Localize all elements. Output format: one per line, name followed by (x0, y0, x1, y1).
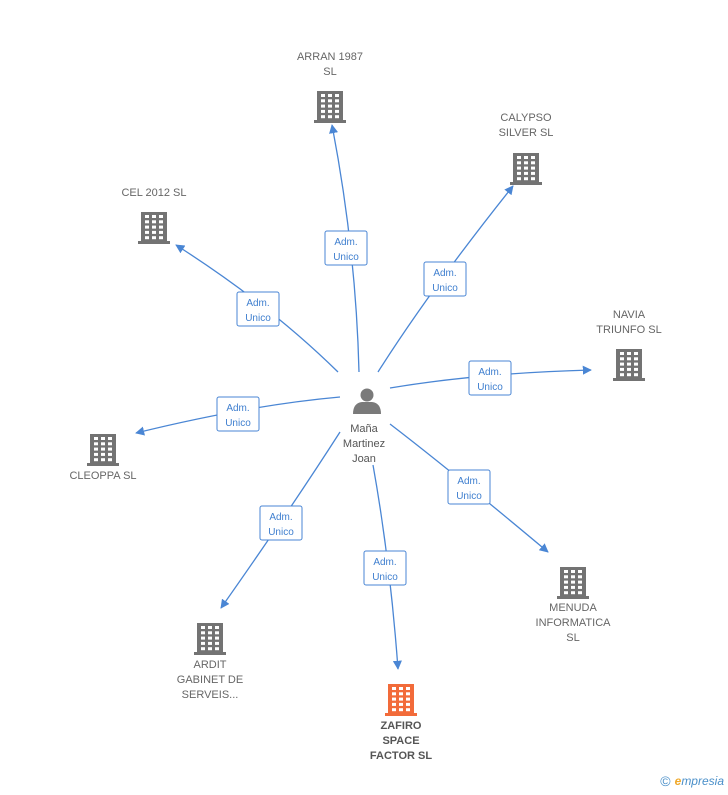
edge-label-navia[interactable]: Adm. Unico (468, 360, 512, 396)
company-name-line: CEL 2012 SL (121, 187, 186, 199)
svg-text:Adm.: Adm. (433, 268, 456, 279)
company-node-ardit[interactable]: ARDIT GABINET DE SERVEIS... (177, 623, 243, 701)
company-node-menuda[interactable]: MENUDA INFORMATICA SL (536, 567, 612, 644)
company-node-cleoppa[interactable]: CLEOPPA SL (69, 434, 137, 482)
svg-text:Unico: Unico (225, 418, 251, 429)
person-icon (353, 388, 381, 414)
svg-text:Unico: Unico (477, 382, 503, 393)
company-node-cel[interactable]: CEL 2012 SL (121, 187, 187, 244)
edge-label-ardit[interactable]: Adm. Unico (259, 505, 303, 541)
svg-text:Adm.: Adm. (457, 476, 480, 487)
edge-label-calypso[interactable]: Adm. Unico (423, 261, 467, 297)
svg-text:Unico: Unico (333, 252, 359, 263)
brand-logo: empresia (674, 774, 724, 788)
svg-text:Adm.: Adm. (246, 298, 269, 309)
building-icon (138, 212, 170, 244)
edge-label-zafiro[interactable]: Adm. Unico (363, 550, 407, 586)
edge-label-cleoppa[interactable]: Adm. Unico (216, 396, 260, 432)
svg-text:Adm.: Adm. (226, 403, 249, 414)
building-icon (87, 434, 119, 466)
building-icon (557, 567, 589, 599)
company-name-line: SILVER SL (499, 127, 554, 139)
company-name-line: SERVEIS... (182, 689, 239, 701)
company-name-line: CLEOPPA SL (69, 470, 136, 482)
building-icon (385, 684, 417, 716)
edge-labels-layer: Adm.UnicoAdm.UnicoAdm.UnicoAdm.UnicoAdm.… (216, 230, 512, 586)
svg-text:Adm.: Adm. (373, 557, 396, 568)
building-icon (510, 153, 542, 185)
company-name-line: ZAFIRO (381, 720, 422, 732)
company-node-navia[interactable]: NAVIA TRIUNFO SL (596, 309, 662, 381)
company-name-line: SPACE (382, 735, 419, 747)
company-name-line: SL (323, 66, 336, 78)
person-name-line: Maña (350, 423, 378, 435)
company-name-line: SL (566, 632, 579, 644)
company-name-line: NAVIA (613, 309, 646, 321)
building-icon (194, 623, 226, 655)
person-name-line: Martinez (343, 438, 385, 450)
svg-text:Unico: Unico (432, 283, 458, 294)
svg-text:Unico: Unico (456, 491, 482, 502)
company-name-line: CALYPSO (500, 112, 552, 124)
company-name-line: MENUDA (549, 602, 597, 614)
company-node-calypso[interactable]: CALYPSO SILVER SL (499, 112, 554, 185)
company-name-line: TRIUNFO SL (596, 324, 661, 336)
building-icon (314, 91, 346, 123)
person-name-line: Joan (352, 453, 376, 465)
copyright-icon: © (660, 773, 671, 789)
company-name-line: ARDIT (194, 659, 227, 671)
svg-text:Unico: Unico (372, 572, 398, 583)
footer-brand[interactable]: © empresia (660, 773, 724, 789)
svg-text:Adm.: Adm. (269, 512, 292, 523)
svg-text:Unico: Unico (268, 527, 294, 538)
edge-label-cel[interactable]: Adm. Unico (236, 291, 280, 327)
edge-label-menuda[interactable]: Adm. Unico (447, 469, 491, 505)
company-name-line: ARRAN 1987 (297, 51, 363, 63)
company-name-line: FACTOR SL (370, 750, 432, 762)
svg-text:Adm.: Adm. (478, 367, 501, 378)
building-icon (613, 349, 645, 381)
svg-text:Adm.: Adm. (334, 237, 357, 248)
edge-label-arran[interactable]: Adm. Unico (324, 230, 368, 266)
company-node-zafiro[interactable]: ZAFIRO SPACE FACTOR SL (370, 684, 432, 762)
svg-text:Unico: Unico (245, 313, 271, 324)
company-name-line: GABINET DE (177, 674, 243, 686)
company-name-line: INFORMATICA (536, 617, 612, 629)
